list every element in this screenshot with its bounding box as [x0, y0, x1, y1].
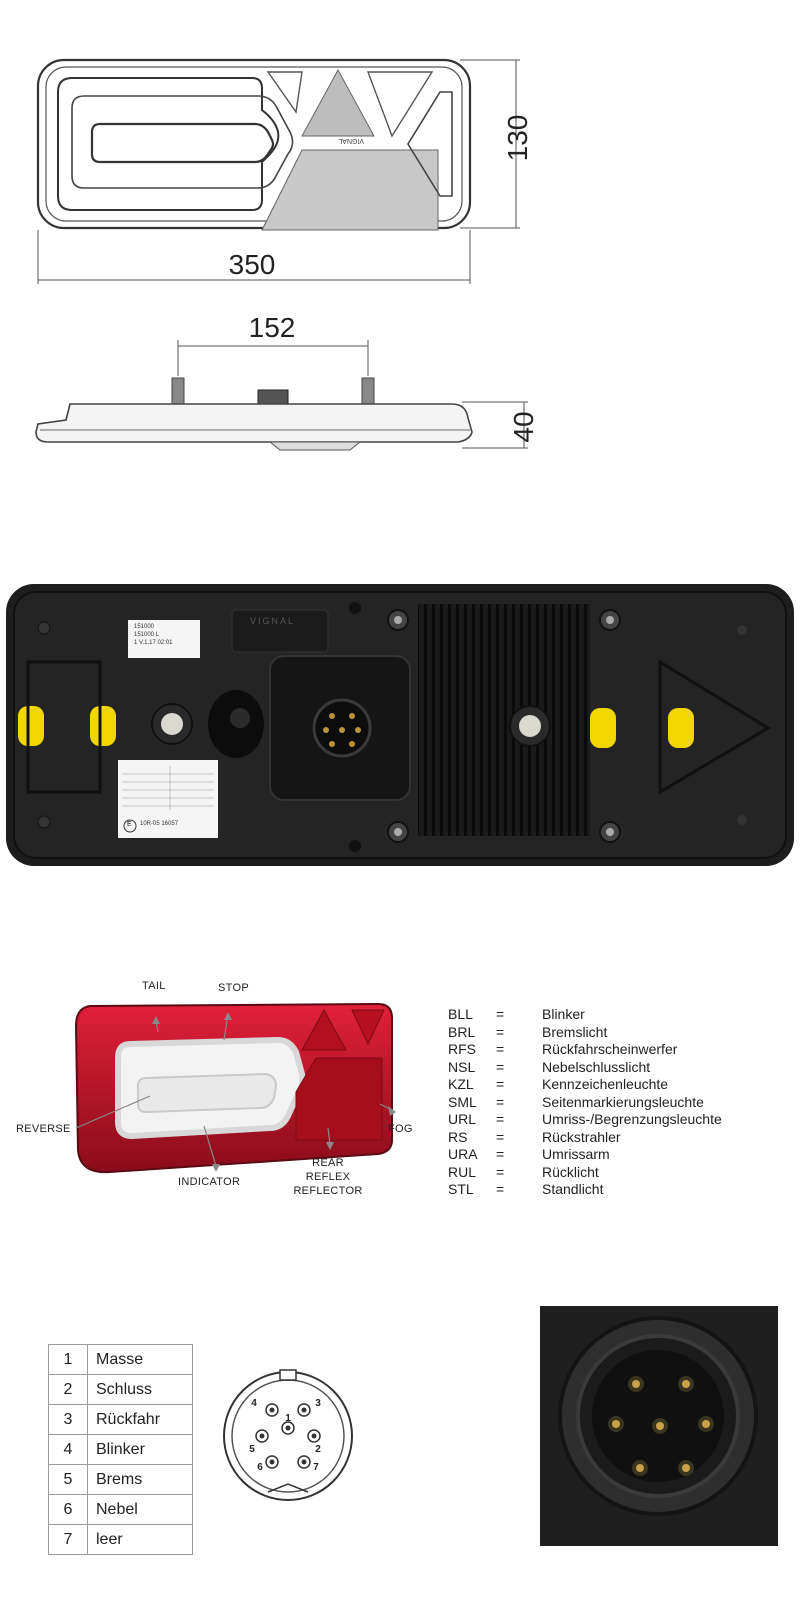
light-guide-outer: [57, 77, 280, 211]
connector-pin: [255, 1429, 269, 1443]
callout-reflex-line-3: REFLECTOR: [293, 1185, 363, 1197]
approval-symbol: E: [127, 821, 132, 828]
height-dimension-label: 130: [502, 114, 533, 162]
reflex-triangle-top: [301, 68, 375, 137]
connector-pin-core: [301, 1459, 307, 1465]
connector-pin-label: 3: [315, 1398, 321, 1409]
spec-sticker: [118, 760, 218, 838]
depth-dimension-label: 40: [508, 411, 539, 443]
reflex-triangle: [301, 1008, 347, 1051]
connector-pin-core: [311, 1433, 317, 1439]
connector-pin-core: [269, 1407, 275, 1413]
callout-indicator: INDICATOR: [178, 1176, 241, 1188]
back-housing-photo: [6, 584, 794, 866]
connector-pin: [281, 1421, 295, 1435]
gasket-icon: [668, 708, 694, 748]
stud-left: [171, 377, 185, 405]
gasket-icon: [18, 706, 44, 746]
connector-pin-core: [301, 1407, 307, 1413]
lamp-outline: [36, 58, 472, 230]
connector-photo: [540, 1306, 778, 1546]
drawing-brand-mark: VIGNAL: [338, 137, 364, 144]
abbreviation-legend: BLL=Blinker BRL=Bremslicht RFS=Rückfahrs…: [448, 1006, 722, 1197]
connector-pin: [265, 1403, 279, 1417]
approval-text: 10R-05 16057: [140, 821, 179, 827]
lamp-functions-photo: [74, 1002, 396, 1174]
callout-reverse: REVERSE: [16, 1123, 71, 1135]
connector-pin-label: 1: [285, 1413, 291, 1424]
stud-right: [361, 377, 375, 405]
light-guide-inner: [90, 122, 275, 164]
connector-pin-label: 2: [315, 1444, 321, 1455]
reflex-triangle-left: [266, 71, 303, 114]
heatsink: [418, 604, 590, 836]
fog-lens-right: [407, 91, 453, 197]
connector-pin-label: 7: [313, 1462, 319, 1473]
light-guide-mid: [71, 95, 294, 189]
callout-reflex-line-2: REFLEX: [305, 1171, 351, 1183]
callout-fog: FOG: [388, 1123, 413, 1135]
reference-sticker: [128, 620, 200, 658]
side-spacing-label: 152: [248, 312, 296, 343]
reflex-triangle-bottom: [261, 149, 439, 231]
sticker-date: 1 V.1.17 02:01: [134, 640, 173, 646]
side-view-drawing: [35, 340, 528, 451]
reflex-triangle-right: [366, 71, 434, 138]
sticker-ref-line-1: 151000: [134, 624, 155, 630]
sticker-ref-line-2: 151000 L: [134, 632, 160, 638]
connector-pinout-diagram: 1 2 3 4 56 7: [223, 1369, 353, 1501]
connector-pin-label: 4: [251, 1398, 257, 1409]
gasket-icon: [90, 706, 116, 746]
callout-stop: STOP: [218, 982, 249, 994]
connector-pin: [297, 1403, 311, 1417]
connector-pin: [307, 1429, 321, 1443]
side-body: [35, 403, 473, 443]
connector-pin: [265, 1455, 279, 1469]
gasket-icon: [590, 708, 616, 748]
connector-pin-core: [285, 1425, 291, 1431]
connector-pin-core: [259, 1433, 265, 1439]
housing-brand-mark: VIGNAL: [250, 616, 296, 626]
pin-set: 1 2 3 4 56 7: [249, 1398, 321, 1473]
connector-pin: [297, 1455, 311, 1469]
lamp-inner-outline: [45, 66, 463, 222]
callout-reflex: REAR REFLEX REFLECTOR: [290, 1156, 366, 1198]
width-dimension-label: 350: [228, 249, 276, 280]
callout-reflex-line-1: REAR: [312, 1157, 344, 1169]
connector-pin-core: [269, 1459, 275, 1465]
front-view-drawing: VIGNAL: [36, 58, 520, 284]
connector-pin-label: 5: [249, 1444, 255, 1455]
callout-tail: TAIL: [142, 980, 166, 992]
connector-pin-label: 6: [257, 1462, 263, 1473]
